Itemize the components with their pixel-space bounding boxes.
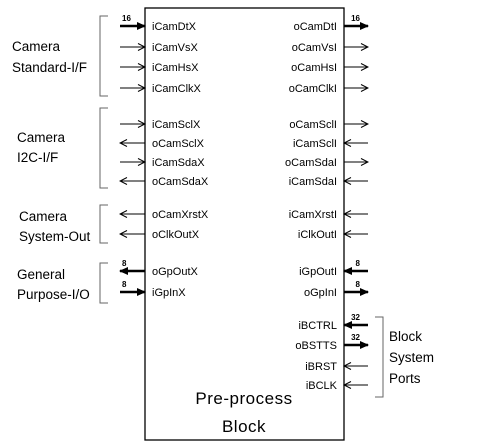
left-port-label-o-cam-sda-x: oCamSdaX <box>152 176 209 188</box>
right-port-bus-width-o-cam-dt-i: 16 <box>351 14 360 23</box>
group-general-purpose-line1: General <box>17 267 65 282</box>
left-port-label-i-cam-sda-x: iCamSdaX <box>152 157 205 169</box>
left-port-label-o-gp-out-x: oGpOutX <box>152 266 199 278</box>
right-port-label-i-brst: iBRST <box>305 361 337 373</box>
block-title-line2: Block <box>222 417 266 436</box>
left-port-label-i-cam-dt-x: iCamDtX <box>152 21 197 33</box>
left-port-label-o-clk-out-x: oClkOutX <box>152 229 200 241</box>
group-block-system-line1: Block <box>389 329 422 344</box>
right-port-bus-width-i-bctrl: 32 <box>351 313 360 322</box>
right-port-bus-width-i-gp-out-i: 8 <box>356 259 361 268</box>
group-camera-standard-line1: Camera <box>12 39 61 54</box>
right-port-label-i-bctrl: iBCTRL <box>298 320 337 332</box>
group-block-system-line2: System <box>389 350 434 365</box>
group-general-purpose-line2: Purpose-I/O <box>17 287 90 302</box>
right-port-label-i-cam-scl-i: iCamSclI <box>293 138 337 150</box>
right-port-bus-width-o-bstts: 32 <box>351 333 360 342</box>
group-camera-standard-line2: Standard-I/F <box>12 60 87 75</box>
group-camera-system-out-line2: System-Out <box>19 229 91 244</box>
right-port-label-o-cam-clk-i: oCamClkI <box>289 83 337 95</box>
right-port-label-o-cam-sda-i: oCamSdaI <box>285 157 337 169</box>
left-port-bus-width-o-gp-out-x: 8 <box>122 259 127 268</box>
right-port-label-i-bclk: iBCLK <box>306 380 338 392</box>
left-port-label-i-cam-scl-x: iCamSclX <box>152 119 201 131</box>
left-port-label-o-cam-scl-x: oCamSclX <box>152 138 205 150</box>
left-port-bus-width-i-gp-in-x: 8 <box>122 280 127 289</box>
right-port-label-i-cam-sda-i: iCamSdaI <box>289 176 337 188</box>
group-camera-system-out-line1: Camera <box>19 209 68 224</box>
group-camera-i2c-line2: I2C-I/F <box>17 150 58 165</box>
left-port-label-o-cam-xrst-x: oCamXrstX <box>152 209 209 221</box>
left-port-label-i-cam-hs-x: iCamHsX <box>152 62 199 74</box>
left-port-label-i-gp-in-x: iGpInX <box>152 287 186 299</box>
pre-process-block <box>144 7 345 441</box>
right-port-label-o-cam-dt-i: oCamDtI <box>294 21 337 33</box>
brace-general-purpose <box>99 262 108 304</box>
right-port-bus-width-o-gp-in-i: 8 <box>356 280 361 289</box>
right-port-label-o-cam-vs-i: oCamVsI <box>292 42 337 54</box>
left-port-label-i-cam-vs-x: iCamVsX <box>152 42 199 54</box>
group-block-system-line3: Ports <box>389 371 421 386</box>
left-port-bus-width-i-cam-dt-x: 16 <box>122 14 131 23</box>
group-camera-i2c-line1: Camera <box>17 130 66 145</box>
right-port-label-o-cam-scl-i: oCamSclI <box>289 119 337 131</box>
right-port-label-o-gp-in-i: oGpInI <box>304 287 337 299</box>
brace-camera-i2c <box>99 107 108 189</box>
right-port-label-o-bstts: oBSTTS <box>295 340 337 352</box>
block-title-line1: Pre-process <box>195 389 292 408</box>
right-port-label-i-cam-xrst-i: iCamXrstI <box>289 209 337 221</box>
brace-camera-system-out <box>99 204 108 244</box>
right-port-label-i-clk-out-i: iClkOutI <box>298 229 337 241</box>
left-port-label-i-cam-clk-x: iCamClkX <box>152 83 202 95</box>
ports-layer: iCamDtX 16 iCamVsX iCamHsX iCamClkX iCamSclX o… <box>119 14 369 392</box>
right-port-label-i-gp-out-i: iGpOutI <box>299 266 337 278</box>
brace-block-system <box>375 316 384 398</box>
brace-camera-standard <box>99 15 108 97</box>
right-port-label-o-cam-hs-i: oCamHsI <box>291 62 337 74</box>
